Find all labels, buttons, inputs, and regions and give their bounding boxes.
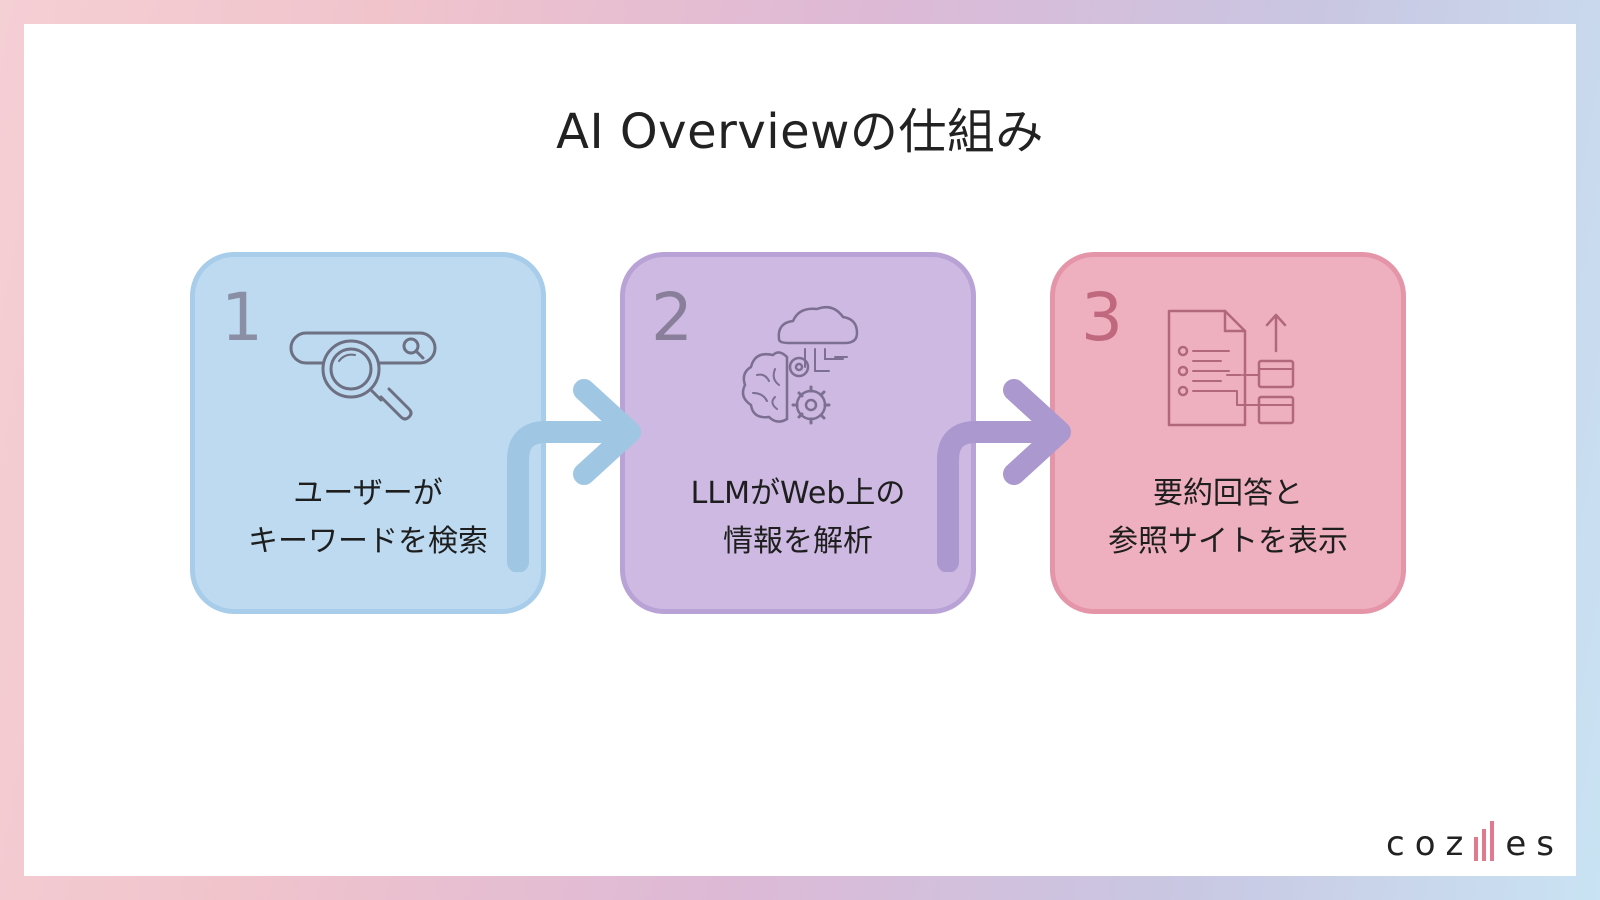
step-label-line: キーワードを検索 — [248, 524, 488, 559]
step-label-line: 参照サイトを表示 — [1108, 524, 1348, 559]
flow-arrow-2 — [937, 379, 1071, 572]
step-card-3: 3 要約回答と 参照サイトを表示 — [1050, 252, 1406, 614]
flow-arrow-1 — [507, 379, 641, 572]
document-sites-icon — [1161, 305, 1301, 439]
brand-logo: coz es — [1386, 821, 1564, 864]
step-label-line: ユーザーが — [293, 476, 443, 511]
step-label-line: 要約回答と — [1153, 476, 1303, 511]
step-card-1: 1 ユーザーが キーワードを検索 — [190, 252, 546, 614]
step-label-line: LLMがWeb上の — [690, 476, 906, 511]
step-number: 1 — [221, 279, 263, 356]
step-label: 要約回答と 参照サイトを表示 — [1055, 470, 1401, 566]
step-label-line: 情報を解析 — [723, 524, 873, 559]
step-number: 2 — [651, 279, 693, 356]
step-label: ユーザーが キーワードを検索 — [195, 470, 541, 566]
brain-cloud-gears-icon — [735, 297, 875, 441]
step-card-2: 2 LLMがWeb上の 情報を解析 — [620, 252, 976, 614]
logo-bars-icon — [1474, 821, 1495, 861]
logo-text-left: coz — [1386, 824, 1474, 864]
step-label: LLMがWeb上の 情報を解析 — [625, 470, 971, 566]
step-number: 3 — [1081, 279, 1123, 356]
logo-text-right: es — [1505, 824, 1564, 864]
page-title: AI Overviewの仕組み — [556, 104, 1044, 160]
search-bar-magnifier-icon — [287, 325, 447, 429]
